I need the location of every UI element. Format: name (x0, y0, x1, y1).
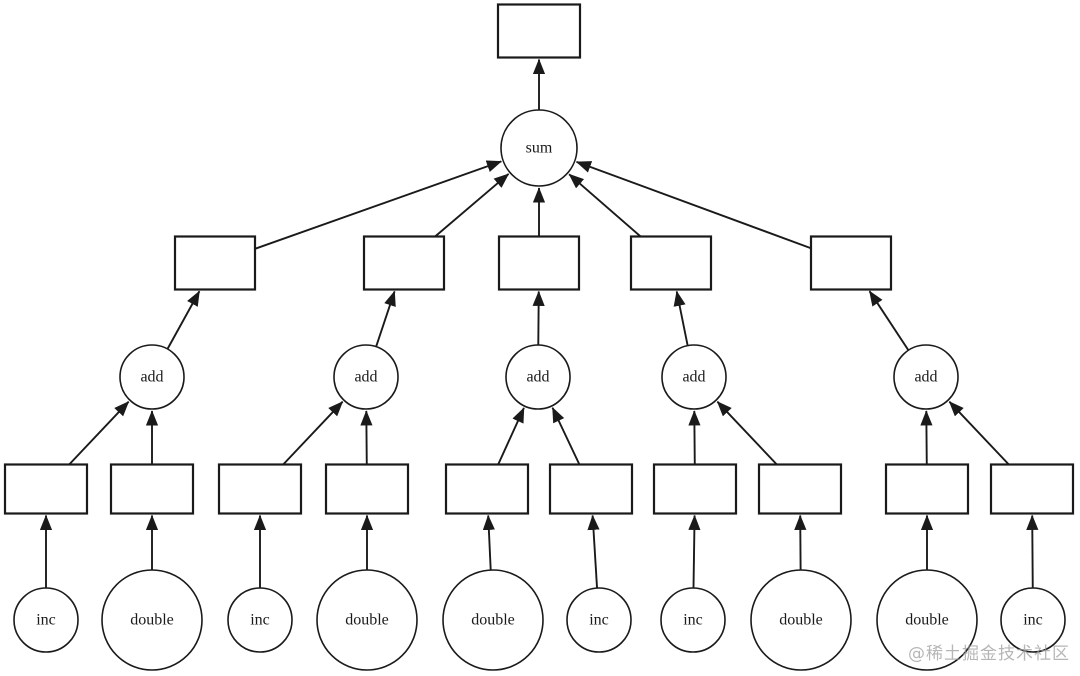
node-b1-8[interactable] (884, 463, 970, 515)
node-b1-3[interactable] (324, 463, 410, 515)
node-src-4-double[interactable]: double (442, 569, 544, 671)
edge-b1-9-to-add-4 (948, 401, 1010, 466)
node-add-0-add[interactable]: add (119, 344, 185, 410)
node-b1-4[interactable] (444, 463, 530, 515)
edge-add-3-to-b2-3 (673, 290, 689, 346)
node-src-5-inc[interactable]: inc (566, 587, 632, 653)
edge-b1-7-to-add-3 (716, 401, 778, 466)
node-b1-5[interactable] (548, 463, 634, 515)
node-src-1-double[interactable]: double (101, 569, 203, 671)
edge-b1-4-to-add-2 (497, 407, 525, 465)
node-b2-1[interactable] (362, 235, 446, 291)
node-b2-3[interactable] (629, 235, 713, 291)
edge-b1-5-to-add-2 (551, 407, 581, 465)
node-src-0-inc[interactable]: inc (13, 587, 79, 653)
edge-layer (39, 58, 1039, 589)
edge-src-5-to-b1-5 (587, 514, 600, 589)
watermark-text: @稀土掘金技术社区 (908, 644, 1070, 664)
node-b2-4[interactable] (809, 235, 893, 291)
node-add-1-add[interactable]: add (333, 344, 399, 410)
node-b2-2[interactable] (497, 235, 581, 291)
node-add-3-add[interactable]: add (661, 344, 727, 410)
node-sum-sum[interactable]: sum (500, 109, 578, 187)
node-add-2-add[interactable]: add (505, 344, 571, 410)
edge-b2-3-to-sum (568, 173, 642, 238)
edge-src-4-to-b1-4 (482, 514, 495, 571)
edge-b1-0-to-add-0 (68, 401, 130, 466)
edge-src-6-to-b1-6 (688, 514, 701, 589)
node-src-2-inc[interactable]: inc (227, 587, 293, 653)
edge-b1-2-to-add-1 (282, 401, 344, 466)
edge-b2-0-to-sum (254, 160, 503, 250)
node-b1-9[interactable] (989, 463, 1075, 515)
node-b1-0[interactable] (3, 463, 89, 515)
node-b2-0[interactable] (173, 235, 257, 291)
edge-add-4-to-b2-4 (868, 290, 910, 351)
node-add-4-add[interactable]: add (893, 344, 959, 410)
node-b1-2[interactable] (217, 463, 303, 515)
edge-b2-4-to-sum (575, 160, 812, 250)
edge-src-9-to-b1-9 (1026, 514, 1039, 589)
edge-add-0-to-b2-0 (166, 290, 201, 350)
node-src-7-double[interactable]: double (750, 569, 852, 671)
node-b1-1[interactable] (109, 463, 195, 515)
node-src-6-inc[interactable]: inc (660, 587, 726, 653)
node-b1-7[interactable] (757, 463, 843, 515)
edge-b2-1-to-sum (434, 173, 510, 238)
node-src-3-double[interactable]: double (316, 569, 418, 671)
node-b1-6[interactable] (652, 463, 738, 515)
edge-add-1-to-b2-1 (375, 290, 396, 347)
node-out[interactable] (496, 3, 582, 59)
